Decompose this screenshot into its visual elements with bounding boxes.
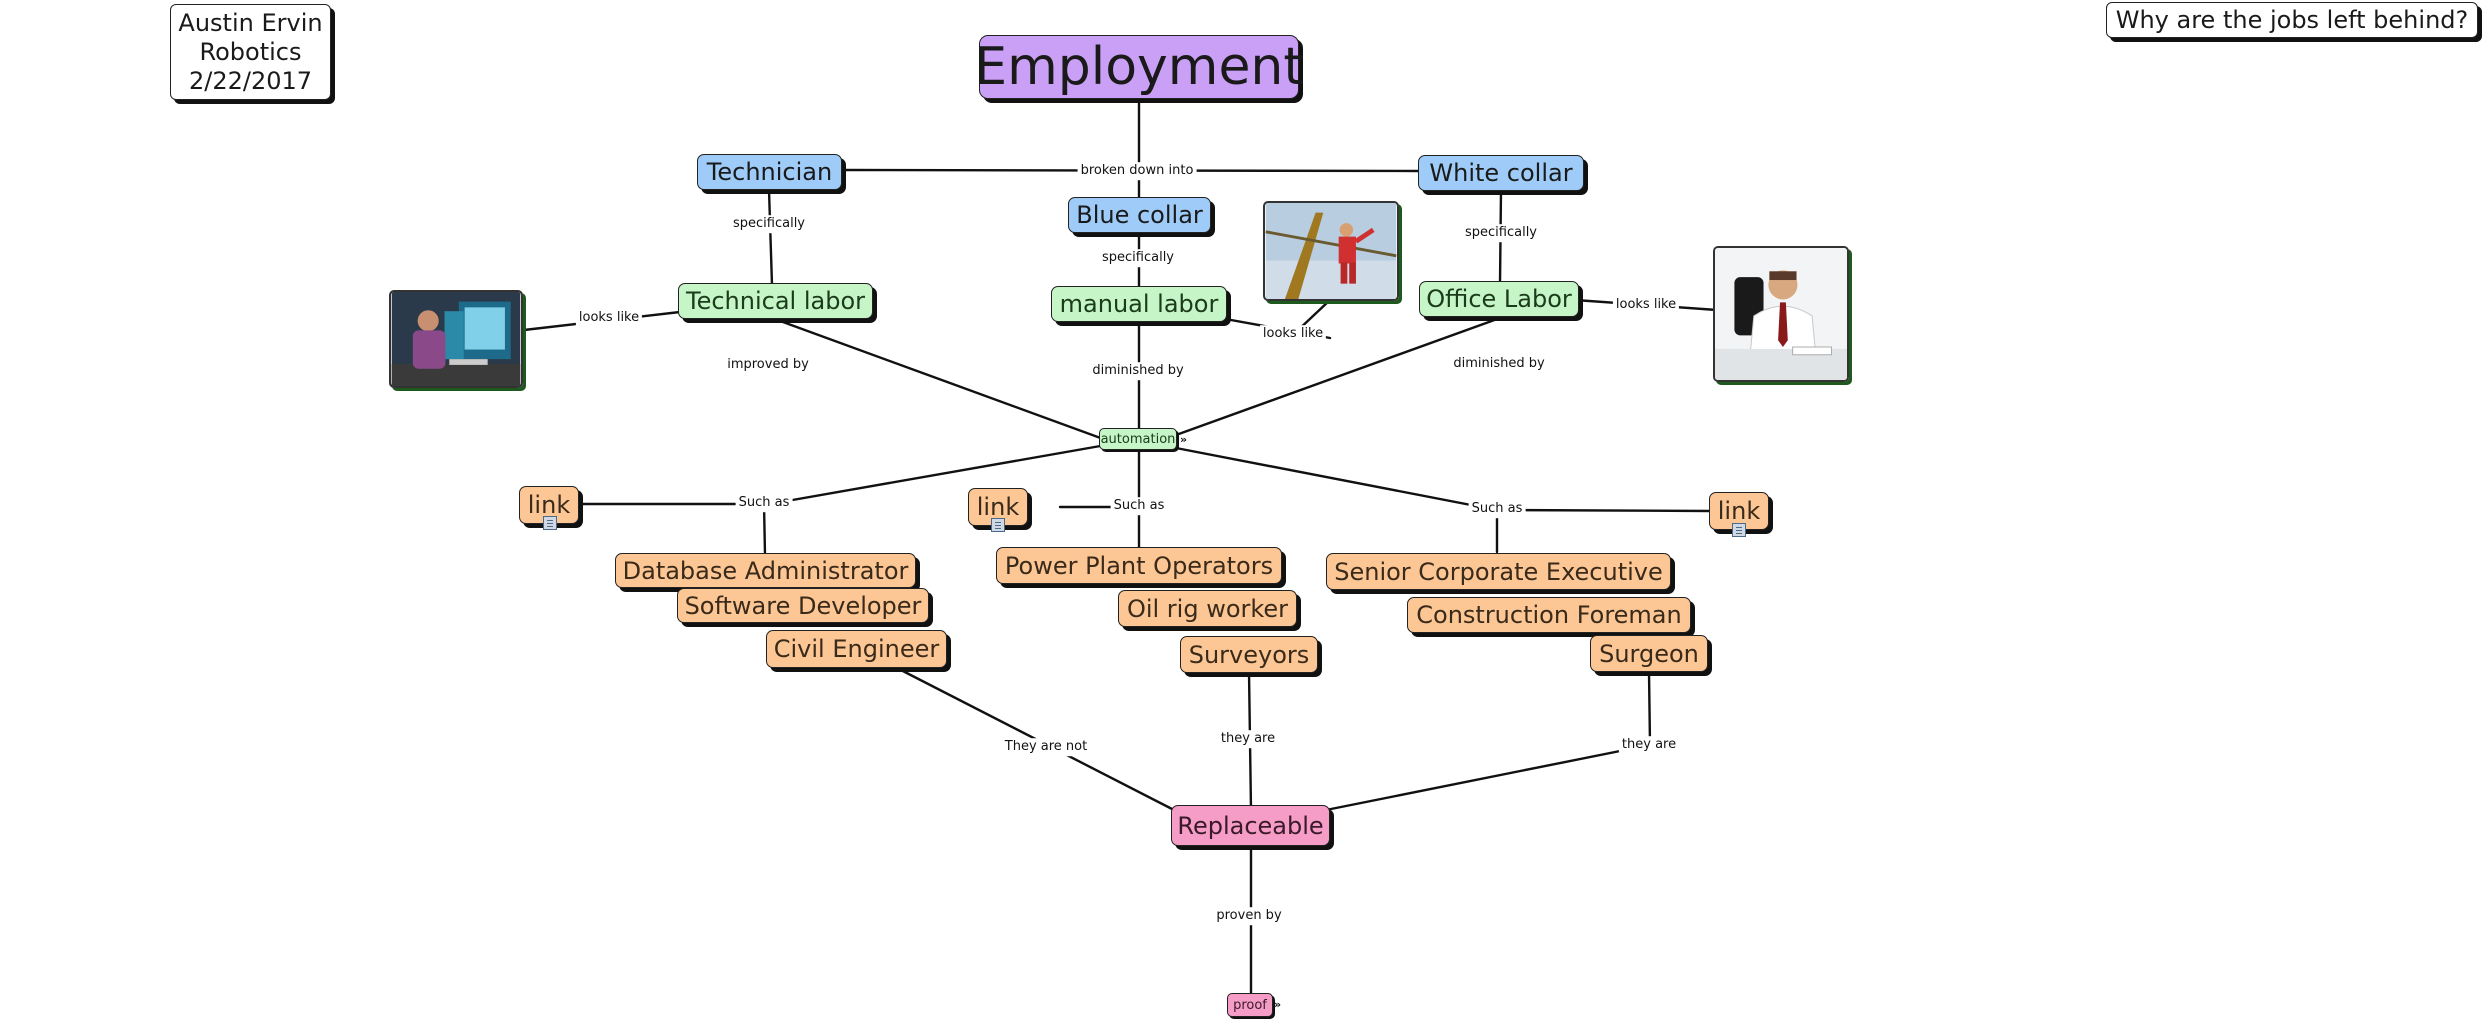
course-name: Robotics: [199, 37, 302, 66]
focus-question-box[interactable]: Why are the jobs left behind?: [2106, 2, 2478, 38]
focus-question-text: Why are the jobs left behind?: [2115, 6, 2469, 34]
concept-oil-rig-worker-label: Oil rig worker: [1126, 594, 1289, 623]
concept-white-collar-label: White collar: [1429, 159, 1573, 187]
concept-automation-label: automation: [1100, 431, 1176, 447]
link-phrase-improved-by[interactable]: improved by: [724, 356, 812, 374]
concept-software-developer-label: Software Developer: [684, 591, 922, 620]
manual-labor-photo[interactable]: [1263, 201, 1399, 301]
worker-on-crane-icon: [1265, 203, 1397, 299]
author-name: Austin Ervin: [178, 8, 323, 37]
link-phrase-they-are[interactable]: they are: [1618, 736, 1680, 754]
link-phrase-looks-like[interactable]: looks like: [1612, 296, 1680, 314]
concept-database-administrator[interactable]: Database Administrator: [615, 553, 916, 588]
concept-replaceable-label: Replaceable: [1177, 811, 1324, 840]
concept-civil-engineer[interactable]: Civil Engineer: [766, 630, 947, 668]
link-phrase-they-are[interactable]: they are: [1217, 730, 1279, 748]
concept-construction-foreman[interactable]: Construction Foreman: [1407, 597, 1691, 633]
concept-blue-collar-label: Blue collar: [1076, 201, 1203, 229]
attached-resource-icon[interactable]: [991, 518, 1005, 532]
concept-proof-label: proof: [1233, 997, 1267, 1013]
concept-white-collar[interactable]: White collar: [1418, 155, 1584, 191]
date-text: 2/22/2017: [188, 66, 313, 95]
technician-photo[interactable]: [389, 290, 523, 388]
concept-office-labor[interactable]: Office Labor: [1419, 281, 1579, 317]
concept-construction-foreman-label: Construction Foreman: [1416, 601, 1682, 629]
concept-power-plant-operators[interactable]: Power Plant Operators: [996, 547, 1282, 584]
concept-employment[interactable]: Employment: [974, 35, 1304, 99]
businessman-at-desk-icon: [1715, 248, 1847, 380]
concept-automation[interactable]: automation: [1099, 428, 1177, 450]
concept-manual-labor-label: manual labor: [1059, 290, 1219, 318]
attached-resource-icon[interactable]: [1732, 523, 1746, 537]
link-phrase-diminished-by[interactable]: diminished by: [1450, 355, 1548, 373]
concept-surveyors[interactable]: Surveyors: [1180, 636, 1318, 673]
link-phrase-they-are-not[interactable]: They are not: [1001, 738, 1091, 756]
concept-oil-rig-worker[interactable]: Oil rig worker: [1118, 590, 1297, 627]
concept-senior-corporate-executive[interactable]: Senior Corporate Executive: [1326, 553, 1671, 590]
link-phrase-proven-by[interactable]: proven by: [1213, 907, 1285, 925]
office-labor-photo[interactable]: [1713, 246, 1849, 382]
link-phrase-diminished-by[interactable]: diminished by: [1089, 362, 1187, 380]
link-phrase-such-as[interactable]: Such as: [1468, 500, 1526, 518]
concept-surgeon[interactable]: Surgeon: [1590, 635, 1708, 672]
link-resource-mid-label: link: [976, 493, 1020, 521]
expand-submap-icon[interactable]: »: [1274, 998, 1282, 1011]
concept-technical-labor[interactable]: Technical labor: [678, 283, 873, 319]
expand-submap-icon[interactable]: »: [1180, 433, 1188, 446]
concept-manual-labor[interactable]: manual labor: [1051, 286, 1227, 322]
concept-surveyors-label: Surveyors: [1188, 640, 1310, 669]
concept-senior-corporate-executive-label: Senior Corporate Executive: [1334, 557, 1663, 586]
concept-software-developer[interactable]: Software Developer: [677, 588, 929, 623]
link-resource-left-label: link: [527, 491, 571, 519]
link-phrase-specifically[interactable]: specifically: [1461, 224, 1541, 242]
concept-office-labor-label: Office Labor: [1426, 285, 1572, 313]
concept-technician[interactable]: Technician: [697, 154, 842, 190]
concept-database-administrator-label: Database Administrator: [622, 556, 909, 585]
attached-resource-icon[interactable]: [543, 516, 557, 530]
concept-employment-label: Employment: [974, 37, 1304, 97]
concept-blue-collar[interactable]: Blue collar: [1068, 197, 1211, 233]
concept-replaceable[interactable]: Replaceable: [1171, 805, 1330, 846]
link-phrase-such-as[interactable]: Such as: [735, 494, 793, 512]
concept-civil-engineer-label: Civil Engineer: [773, 635, 940, 663]
concept-surgeon-label: Surgeon: [1599, 639, 1699, 668]
concept-technical-labor-label: Technical labor: [686, 287, 865, 315]
link-phrase-specifically[interactable]: specifically: [729, 215, 809, 233]
link-phrase-specifically[interactable]: specifically: [1098, 249, 1178, 267]
technician-at-computers-icon: [391, 292, 521, 386]
link-phrase-looks-like[interactable]: looks like: [575, 309, 643, 327]
link-phrase-looks-like[interactable]: looks like: [1259, 325, 1327, 343]
author-info-box[interactable]: Austin Ervin Robotics 2/22/2017: [170, 4, 331, 100]
link-phrase-broken-down-into[interactable]: broken down into: [1077, 162, 1197, 180]
concept-proof[interactable]: proof: [1227, 993, 1273, 1017]
link-phrase-such-as[interactable]: Such as: [1110, 497, 1168, 515]
link-resource-right-label: link: [1717, 497, 1761, 525]
concept-technician-label: Technician: [706, 158, 833, 186]
concept-power-plant-operators-label: Power Plant Operators: [1004, 551, 1274, 580]
